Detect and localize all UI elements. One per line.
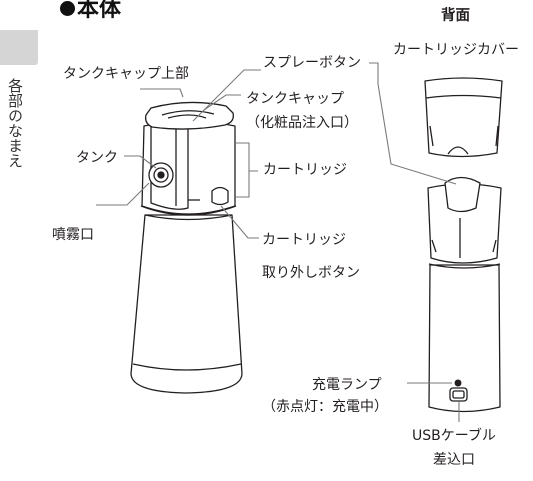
label-release-button-2: 取り外しボタン — [262, 265, 360, 281]
label-charge-lamp-note: （赤点灯：充電中） — [262, 399, 388, 415]
page-title-text: 本体 — [77, 0, 122, 22]
label-tank-cap: タンクキャップ — [246, 91, 344, 107]
leader-tank — [124, 155, 157, 169]
label-usb-port-2: 差込口 — [433, 452, 475, 468]
back-cartridge-cover — [424, 77, 503, 158]
leader-cartridge — [236, 142, 258, 198]
label-tank-cap-note: （化粧品注入口） — [246, 115, 358, 131]
leader-spray-button — [192, 69, 261, 122]
section-tab — [0, 30, 38, 65]
label-release-button-1: カートリッジ — [262, 232, 346, 248]
bullet-icon — [60, 1, 75, 16]
back-view-title: 背面 — [441, 8, 470, 24]
leader-tank-cap-top — [140, 88, 184, 98]
label-usb-port-1: USBケーブル — [412, 428, 496, 444]
label-cartridge-cover: カートリッジカバー — [393, 42, 519, 58]
leader-release — [220, 205, 259, 239]
back-base-unit — [428, 264, 501, 413]
leader-spray-button-back — [369, 62, 457, 185]
label-tank: タンク — [76, 150, 118, 166]
charge-lamp-dot — [454, 379, 462, 387]
label-tank-cap-top: タンクキャップ上部 — [63, 66, 189, 82]
front-tank-cap — [144, 101, 234, 130]
leader-tank-cap — [203, 94, 241, 111]
page-title: 本体 — [60, 0, 121, 23]
front-body-shell — [130, 214, 243, 394]
label-cartridge: カートリッジ — [263, 162, 347, 178]
label-spray-port: 噴霧口 — [52, 227, 94, 243]
label-charge-lamp: 充電ランプ — [312, 377, 382, 393]
label-spray-button: スプレーボタン — [263, 55, 361, 71]
leader-spray-port — [96, 182, 150, 206]
section-tab-label: 各部のなまえ — [6, 78, 24, 168]
front-release-button — [211, 186, 229, 206]
